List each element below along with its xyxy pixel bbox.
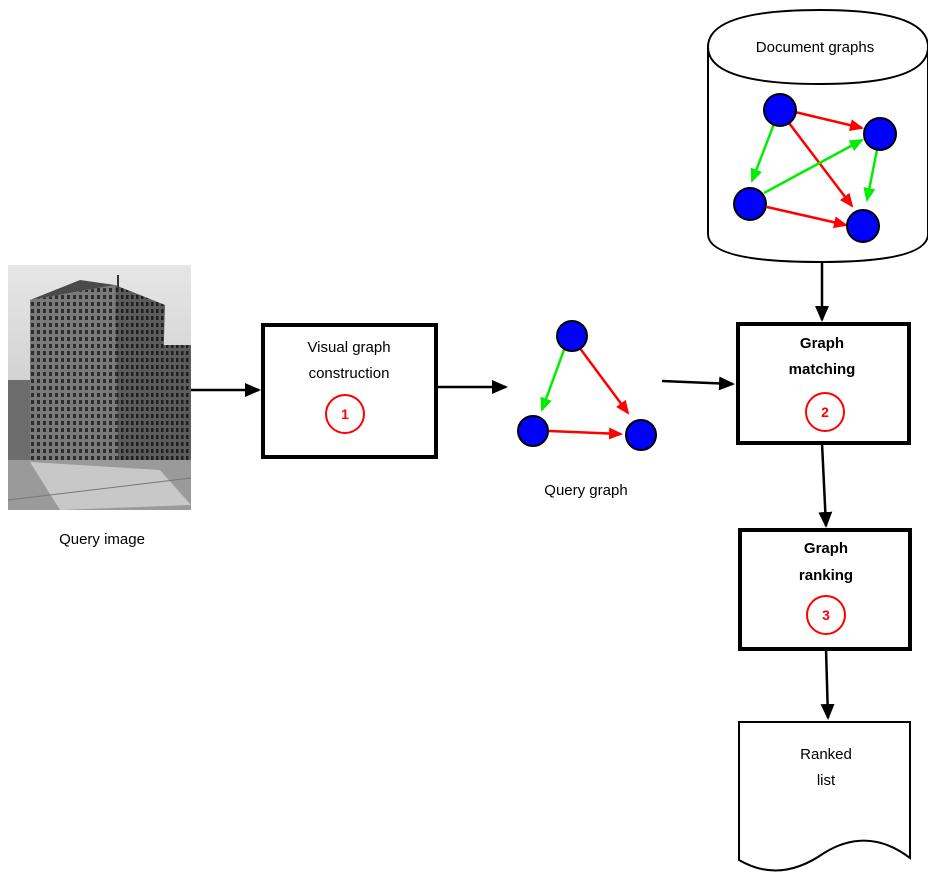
query-edge-red-1 bbox=[577, 346, 630, 415]
ranked-list-line2: list bbox=[817, 772, 836, 789]
ranked-list-line1: Ranked bbox=[800, 746, 852, 763]
doc-edge-red bbox=[766, 205, 848, 229]
ranked-list-document: Ranked list bbox=[738, 721, 911, 872]
query-graph-caption: Query graph bbox=[544, 482, 627, 499]
arrow-query-graph-to-matching bbox=[661, 376, 735, 391]
step-graph-matching: Graph matching 2 bbox=[736, 322, 911, 445]
doc-node bbox=[763, 93, 797, 127]
doc-node bbox=[846, 209, 880, 243]
arrow-matching-to-ranking bbox=[818, 442, 833, 528]
doc-node bbox=[733, 187, 767, 221]
step-graph-ranking: Graph ranking 3 bbox=[738, 528, 912, 651]
document-graphs-database: Document graphs bbox=[707, 8, 928, 264]
doc-edge-red bbox=[788, 122, 854, 208]
step1-label-line2: construction bbox=[309, 365, 390, 382]
document-graphs-title: Document graphs bbox=[756, 39, 874, 56]
doc-node bbox=[863, 117, 897, 151]
step3-label-line1: Graph bbox=[804, 540, 848, 557]
query-image-caption: Query image bbox=[59, 531, 145, 548]
doc-edge-green bbox=[763, 138, 864, 195]
step1-label-line1: Visual graph bbox=[307, 339, 390, 356]
step2-number: 2 bbox=[821, 404, 829, 420]
step3-label-line2: ranking bbox=[799, 567, 853, 584]
query-edge-green bbox=[540, 346, 567, 412]
step3-number-circle bbox=[806, 595, 846, 635]
step1-number-circle bbox=[325, 394, 365, 434]
query-edge-red-2 bbox=[548, 427, 623, 440]
doc-edge-green bbox=[750, 123, 776, 183]
step2-label-line1: Graph bbox=[800, 335, 844, 352]
doc-edge-green bbox=[863, 149, 879, 202]
doc-edge-red bbox=[794, 110, 864, 132]
step1-number: 1 bbox=[341, 406, 349, 422]
query-node bbox=[556, 320, 588, 352]
query-graph bbox=[517, 320, 657, 451]
step3-number: 3 bbox=[822, 607, 830, 623]
arrow-ranking-to-list bbox=[820, 648, 835, 720]
step-visual-graph-construction: Visual graph construction 1 bbox=[261, 323, 438, 459]
query-node bbox=[517, 415, 549, 447]
step2-number-circle bbox=[805, 392, 845, 432]
step2-label-line2: matching bbox=[789, 361, 856, 378]
query-image bbox=[7, 265, 192, 510]
query-node bbox=[625, 419, 657, 451]
